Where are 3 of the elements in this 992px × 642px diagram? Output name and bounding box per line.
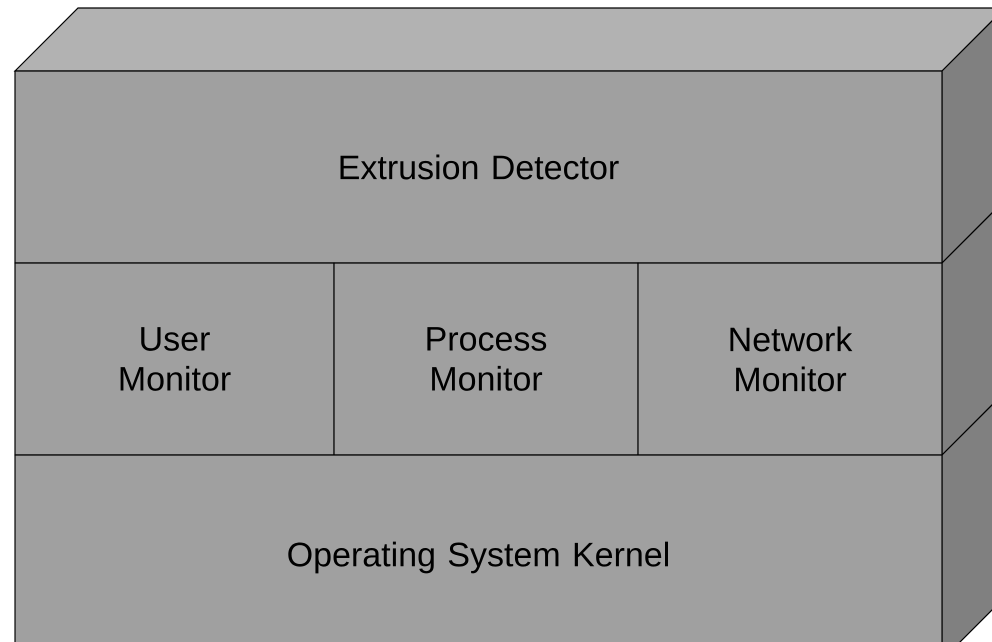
layer-box: User Monitor — [14, 262, 335, 456]
layer-box: Process Monitor — [333, 262, 639, 456]
layer-box: Network Monitor — [637, 262, 943, 456]
